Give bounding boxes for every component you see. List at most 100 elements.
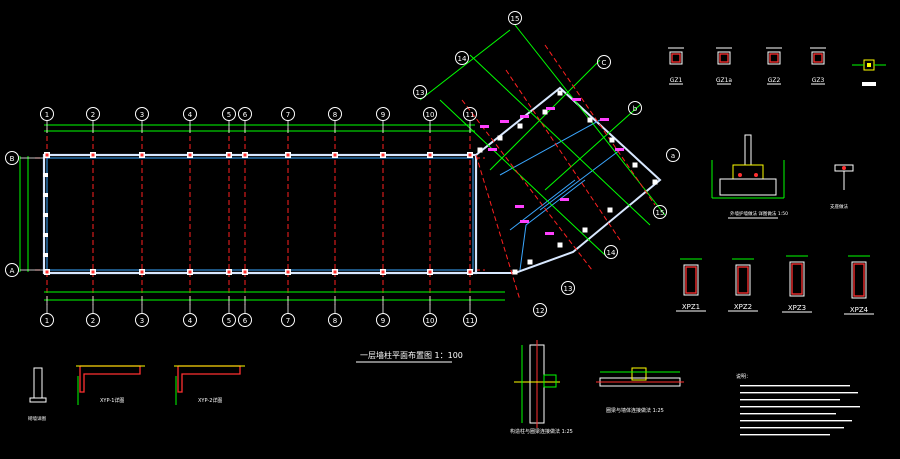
- column-section-top: GZ1: [668, 47, 684, 85]
- axis-bubbles-bottom: 1 2 3 4 5 6 7 8 9 10 11: [40, 296, 477, 327]
- axis-bubble-skew-upper-label: 15: [511, 15, 520, 23]
- axis-bubble-top-label: 4: [188, 111, 193, 119]
- axis-bubble-bottom-label: 2: [91, 317, 95, 325]
- axis-bubble-top: 11: [463, 107, 477, 121]
- column-section-right: XPZ3: [782, 255, 812, 313]
- axis-bubble-skew-side: a: [666, 148, 680, 162]
- axis-bubble-bottom: 7: [281, 313, 295, 327]
- column-section-top-label: GZ1: [670, 77, 683, 84]
- axis-bubble-top-label: 10: [426, 111, 435, 119]
- ring-beam-label: 圈梁与墙体连接做法 1:25: [606, 407, 664, 414]
- axis-bubble-skew-side-label: C: [602, 59, 607, 67]
- axis-bubble-top-label: 5: [227, 111, 231, 119]
- column-section-right: XPZ1: [676, 258, 706, 312]
- axis-bubble-bottom: 5: [222, 313, 236, 327]
- axis-bubble-skew-lower-label: 14: [607, 249, 616, 257]
- axis-bubble-top-label: 7: [286, 111, 290, 119]
- support-detail-label: 支座做法: [830, 203, 848, 210]
- axis-bubble-bottom-label: 9: [381, 317, 385, 325]
- axis-bubble-bottom-label: 7: [286, 317, 290, 325]
- beam-detail-1: XYP-1详图: [76, 365, 145, 405]
- axis-bubble-bottom-label: 11: [466, 317, 475, 325]
- axis-bubble-top-label: 8: [333, 111, 337, 119]
- axis-bubble-top-label: 3: [140, 111, 144, 119]
- axis-bubble-top: 9: [376, 107, 390, 121]
- axis-bubble-left-label: A: [10, 267, 15, 275]
- column-section-right-label: XPZ2: [734, 303, 752, 311]
- axis-bubble-skew-side: C: [597, 55, 611, 69]
- axis-bubble-bottom-label: 3: [140, 317, 144, 325]
- axis-bubble-skew-lower: 13: [561, 281, 575, 295]
- column-section-right-label: XPZ1: [682, 303, 700, 311]
- axis-bubble-skew-lower: 15: [653, 205, 667, 219]
- axis-bubble-skew-upper: 14: [455, 51, 469, 65]
- axis-bubble-top-label: 11: [466, 111, 475, 119]
- axis-bubble-skew-side-label: b: [633, 105, 638, 113]
- axis-bubbles-skew: 15 14 13 15 14 13 12 Cb a: [413, 11, 680, 317]
- connection-detail: 构造柱与圈梁连接做法 1:25: [510, 340, 573, 435]
- axis-bubble-skew-lower-label: 13: [564, 285, 573, 293]
- axis-bubble-skew-side: b: [628, 101, 642, 115]
- axis-bubble-skew-lower: 14: [604, 245, 618, 259]
- column-section-right-label: XPZ4: [850, 306, 869, 314]
- axis-skewed-lines: [419, 24, 666, 301]
- wing-tags: [480, 98, 624, 235]
- axis-bubble-left: A: [5, 263, 19, 277]
- axis-bubble-skew-upper: 13: [413, 85, 427, 99]
- walls-skewed-wing: [475, 86, 662, 274]
- axis-bubble-top: 7: [281, 107, 295, 121]
- axis-bubble-top: 5: [222, 107, 236, 121]
- axis-bubble-bottom-label: 5: [227, 317, 231, 325]
- dimension-lines: [19, 124, 505, 301]
- axis-bubble-top: 3: [135, 107, 149, 121]
- column-section-top-label: GZ1a: [716, 77, 733, 84]
- axis-bubble-skew-lower: 12: [533, 303, 547, 317]
- axis-bubble-bottom-label: 1: [45, 317, 49, 325]
- column-section-top: GZ1a: [716, 47, 733, 85]
- beam1-label: XYP-1详图: [100, 397, 124, 404]
- ring-beam-detail: 圈梁与墙体连接做法 1:25: [596, 367, 684, 414]
- special-column-detail: [852, 59, 886, 86]
- axis-bubble-skew-upper-label: 14: [458, 55, 467, 63]
- axis-bubble-top-label: 9: [381, 111, 385, 119]
- axis-bubble-bottom: 9: [376, 313, 390, 327]
- beam-detail-small: 砌墙详图: [28, 367, 47, 422]
- column-section-right: XPZ4: [844, 255, 874, 315]
- axis-bubble-skew-upper-label: 13: [416, 89, 425, 97]
- axis-bubble-bottom: 2: [86, 313, 100, 327]
- column-section-top: GZ2: [766, 47, 782, 85]
- axis-bubble-bottom: 11: [463, 313, 477, 327]
- beam2-label: XYP-2详图: [198, 397, 222, 404]
- axis-bubble-skew-lower-label: 15: [656, 209, 665, 217]
- axis-bubbles-top: 1 2 3 4 5 6 7 8 9 10 11: [40, 107, 477, 133]
- axis-bubble-top: 8: [328, 107, 342, 121]
- axis-bubble-bottom-label: 6: [243, 317, 248, 325]
- axis-bubble-skew-side-label: a: [671, 152, 675, 160]
- axis-bubble-bottom-label: 8: [333, 317, 337, 325]
- axis-bubble-top-label: 6: [243, 111, 248, 119]
- plan-title-group: 一层墙柱平面布置图 1：100: [356, 350, 463, 363]
- axis-bubble-top-label: 2: [91, 111, 95, 119]
- axis-bubble-bottom: 3: [135, 313, 149, 327]
- walls-main: [42, 153, 478, 275]
- axis-bubble-top-label: 1: [45, 111, 49, 119]
- foot-detail-label: 外墙护墙做法 详图做法 1:50: [730, 210, 788, 217]
- axis-bubble-bottom-label: 4: [188, 317, 193, 325]
- axis-bubble-bottom: 10: [423, 313, 437, 327]
- beam-detail-2: XYP-2详图: [174, 365, 245, 405]
- axis-bubble-skew-lower-label: 12: [536, 307, 545, 315]
- column-section-top-label: GZ2: [768, 77, 781, 84]
- axis-bubbles-left: BA: [5, 151, 44, 277]
- axis-bubble-top: 2: [86, 107, 100, 121]
- support-detail: 支座做法: [830, 164, 854, 210]
- column-section-right: XPZ2: [728, 258, 758, 312]
- notes-title: 说明：: [736, 373, 751, 380]
- svg-text:砌墙详图: 砌墙详图: [28, 415, 46, 422]
- axis-bubble-left-label: B: [10, 155, 15, 163]
- axis-bubble-bottom: 6: [238, 313, 252, 327]
- axis-bubble-top: 1: [40, 107, 54, 121]
- axis-bubble-skew-upper: 15: [508, 11, 522, 25]
